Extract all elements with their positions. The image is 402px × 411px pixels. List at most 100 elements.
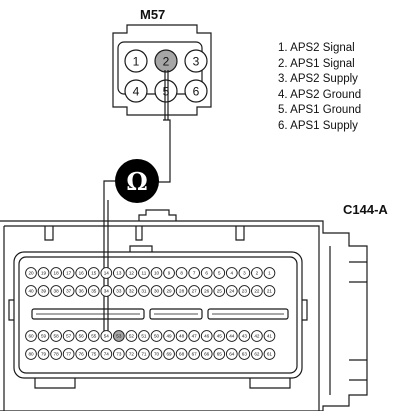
c144a-pin-64 (225, 348, 238, 360)
c144a-pin-label: 34 (104, 289, 110, 294)
c144a-pin-label: 16 (79, 271, 85, 276)
c144a-pin-27 (188, 285, 201, 297)
c144a-pin-35 (87, 285, 100, 297)
c144a-pin-9 (163, 267, 175, 279)
c144a-pin-label: 53 (116, 334, 122, 339)
c144a-pin-77 (62, 348, 75, 360)
m57-pin-5 (154, 79, 178, 103)
c144a-pin-label: 45 (217, 334, 223, 339)
c144a-pin-label: 17 (66, 271, 72, 276)
c144a-pin-3 (238, 267, 251, 279)
c144a-pin-28 (175, 285, 188, 297)
c144a-pin-10 (150, 267, 163, 279)
c144a-plug-frame (13, 251, 303, 379)
c144a-pin-label: 76 (79, 352, 85, 357)
c144a-pin-label: 44 (229, 334, 235, 339)
connector-c144a (0, 209, 368, 411)
c144a-pin-label: 47 (192, 334, 198, 339)
m57-pin-3 (184, 49, 208, 73)
c144a-pin-51 (138, 330, 150, 342)
c144a-pin-label: 30 (154, 289, 160, 294)
m57-connector-label: M57 (140, 7, 166, 22)
c144a-pin-68 (175, 348, 188, 360)
c144a-pin-label: 3 (243, 271, 246, 276)
c144a-pin-label: 78 (54, 352, 60, 357)
c144a-pin-label: 60 (28, 334, 34, 339)
c144a-pin-label: 18 (54, 271, 60, 276)
c144a-pin-22 (251, 285, 263, 297)
c144a-pin-47 (188, 330, 201, 342)
c144a-pin-label: 22 (254, 289, 260, 294)
c144a-pin-label: 75 (91, 352, 97, 357)
m57-pin-4 (124, 79, 148, 103)
c144a-pin-label: 31 (141, 289, 147, 294)
c144a-pin-label: 25 (217, 289, 223, 294)
c144a-pin-48 (175, 330, 188, 342)
m57-pin-6 (184, 79, 208, 103)
c144a-pin-label: 29 (166, 289, 172, 294)
c144a-pin-40 (25, 285, 37, 297)
c144a-pin-66 (200, 348, 213, 360)
c144a-pin-label: 80 (28, 352, 34, 357)
c144a-side-latch (329, 246, 367, 395)
c144a-pin-4 (225, 267, 238, 279)
c144a-pin-12 (125, 267, 138, 279)
c144a-pin-44 (225, 330, 238, 342)
c144a-pin-label: 65 (217, 352, 223, 357)
c144a-pin-label: 51 (141, 334, 147, 339)
pin-legend-item: 2. APS1 Signal (278, 57, 355, 70)
c144a-pin-label: 19 (41, 271, 47, 276)
c144a-pin-label: 59 (41, 334, 47, 339)
c144a-pin-label: 8 (180, 271, 183, 276)
c144a-pin-61 (263, 348, 276, 360)
c144a-pin-74 (100, 348, 113, 360)
c144a-pin-52 (125, 330, 138, 342)
c144a-pin-80 (25, 348, 37, 360)
c144a-pin-label: 9 (168, 271, 171, 276)
c144a-pin-16 (75, 267, 88, 279)
c144a-pin-label: 11 (142, 271, 147, 276)
c144a-pin-label: 13 (116, 271, 122, 276)
c144a-pin-label: 66 (204, 352, 210, 357)
c144a-pin-31 (138, 285, 150, 297)
c144a-pin-label: 62 (254, 352, 260, 357)
c144a-pin-45 (213, 330, 226, 342)
c144a-pin-label: 37 (66, 289, 72, 294)
c144a-pin-label: 27 (192, 289, 198, 294)
c144a-key-tabs (8, 245, 308, 321)
c144a-pin-label: 74 (104, 352, 110, 357)
c144a-pin-label: 50 (154, 334, 160, 339)
c144a-pin-56 (75, 330, 88, 342)
c144a-pin-33 (112, 285, 125, 297)
c144a-pin-label: 24 (229, 289, 235, 294)
c144a-pin-label: 69 (166, 352, 172, 357)
c144a-pin-21 (263, 285, 276, 297)
c144a-pin-label: 79 (41, 352, 47, 357)
c144a-pin-8 (175, 267, 188, 279)
c144a-pin-label: 10 (154, 271, 160, 276)
c144a-pin-14 (100, 267, 113, 279)
c144a-slot-3 (207, 308, 289, 320)
c144a-pin-label: 32 (129, 289, 135, 294)
m57-pin-1 (124, 49, 148, 73)
c144a-pin-label: 5 (218, 271, 221, 276)
c144a-pin-30 (150, 285, 163, 297)
c144a-pin-39 (37, 285, 50, 297)
c144a-pin-57 (62, 330, 75, 342)
m57-pin-label: 5 (163, 85, 170, 99)
c144a-inner-shell (3, 225, 320, 411)
c144a-housing (0, 220, 368, 411)
c144a-pin-label: 41 (267, 334, 273, 339)
c144a-pin-65 (213, 348, 226, 360)
c144a-pin-label: 72 (129, 352, 135, 357)
c144a-pin-46 (200, 330, 213, 342)
pin-legend: 1. APS2 Signal 2. APS1 Signal 3. APS2 Su… (278, 41, 361, 134)
c144a-pin-label: 68 (179, 352, 185, 357)
c144a-pin-75 (87, 348, 100, 360)
c144a-pin-58 (50, 330, 62, 342)
c144a-notches (44, 226, 245, 241)
c144a-pin-label: 21 (267, 289, 273, 294)
c144a-pin-label: 54 (104, 334, 110, 339)
c144a-pin-37 (62, 285, 75, 297)
